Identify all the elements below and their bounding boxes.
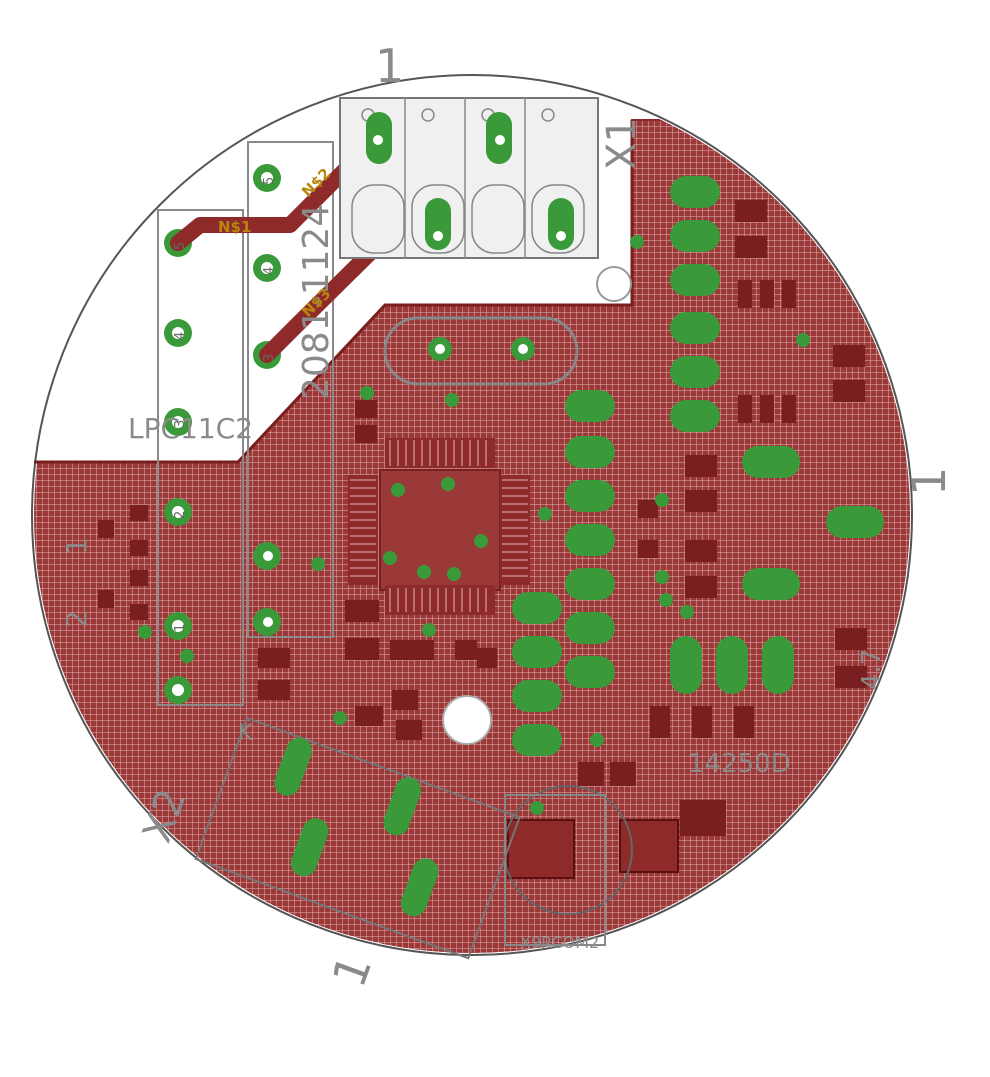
smd-parts <box>98 200 867 836</box>
header2-pin-label: 3 <box>262 354 277 362</box>
header2-pin-label: 4 <box>262 267 277 275</box>
regulator <box>503 785 679 946</box>
right-header <box>670 176 720 432</box>
header-pin-label: 3 <box>173 420 188 428</box>
connector-x1 <box>339 97 599 259</box>
header-pin-label: 5 <box>173 242 188 250</box>
silkscreen-layer: 1 1 1 2081-1124 X1 X2 LPC11C2 4.7 14250D… <box>60 39 956 994</box>
mcu-chip <box>348 438 530 615</box>
pin1-top-label: 1 <box>375 39 404 93</box>
mounting-hole-icon <box>442 695 492 745</box>
led-mark-label: K <box>238 721 253 746</box>
board-outline-icon <box>31 74 913 956</box>
net-label-n1: N$1 <box>218 218 251 236</box>
header-pin-label: 1 <box>173 624 188 632</box>
pin1-right-label: 1 <box>902 467 956 496</box>
vias <box>138 235 810 815</box>
connector-x1-ref: X1 <box>599 117 645 170</box>
header-pin-label: 4 <box>173 332 188 340</box>
header2-pin-label: 5 <box>262 177 277 185</box>
prog-header <box>512 390 615 756</box>
right-pads <box>670 446 884 694</box>
digit-right-label: 1 <box>60 537 93 555</box>
side-value-label: 4.7 <box>857 649 887 690</box>
ref-2-label: 2 <box>60 610 93 628</box>
mounting-hole-icon <box>596 266 632 302</box>
connector-x2 <box>194 716 521 960</box>
bottom-part-label: X9RCOM2 <box>520 933 599 952</box>
header-pin-numbers: 5 4 3 2 1 5 4 3 <box>173 177 277 632</box>
connector-x1-code: 2081-1124 <box>296 204 337 400</box>
pin1-bottom-label: 1 <box>322 948 383 994</box>
regulator-label: 14250D <box>688 749 791 779</box>
mcu-name-label: LPC11C2 <box>128 412 253 445</box>
header-pin-label: 2 <box>173 511 188 519</box>
crystal <box>383 316 579 386</box>
